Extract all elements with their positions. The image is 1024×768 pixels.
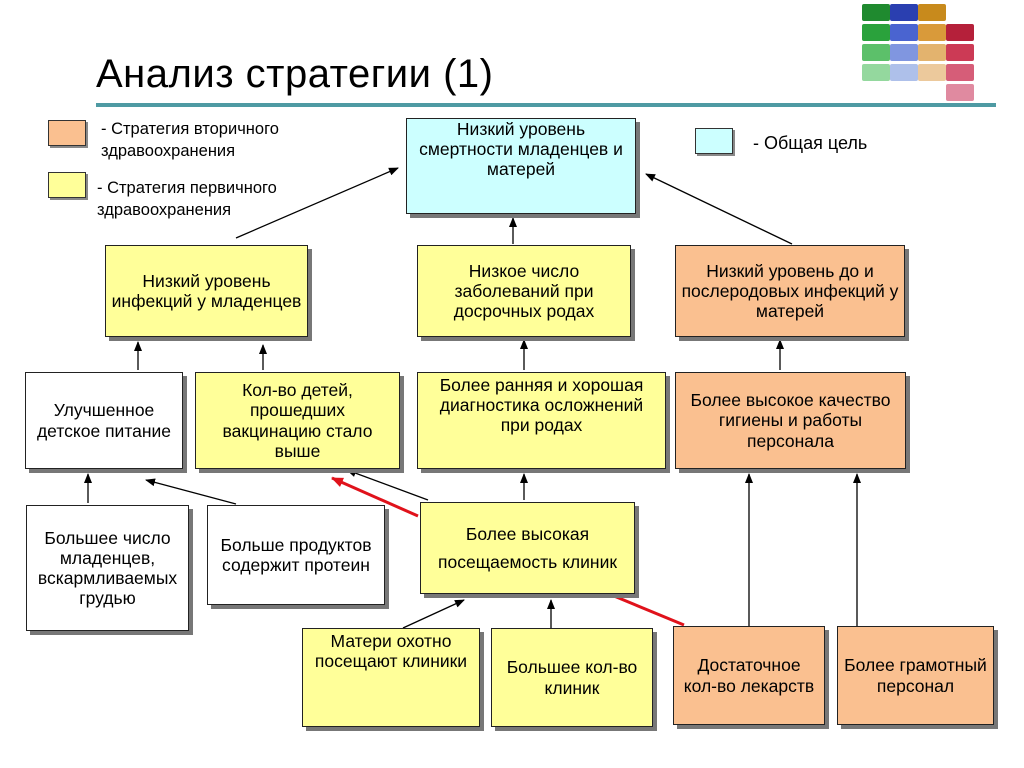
- title-divider: [96, 103, 996, 107]
- legend-secondary-label: - Стратегия вторичного здравоохранения: [101, 120, 279, 161]
- node-improved-nutrition: Улучшенное детское питание: [25, 372, 183, 469]
- node-early-diagnosis: Более ранняя и хорошая диагностика ослож…: [417, 372, 666, 469]
- arrow-maternal-infection-to-goal: [645, 173, 793, 245]
- node-enough-medicine: Достаточное кол-во лекарств: [673, 626, 825, 725]
- arrow-infant-infection-to-goal: [235, 167, 399, 239]
- node-more-clinics: Большее кол-во клиник: [491, 628, 653, 727]
- node-protein-products: Больше продуктов содержит протеин: [207, 505, 385, 605]
- node-vaccination: Кол-во детей, прошедших вакцинацию стало…: [195, 372, 400, 469]
- node-goal: Низкий уровень смертности младенцев и ма…: [406, 118, 636, 214]
- legend-primary-swatch: [48, 172, 86, 198]
- node-competent-staff: Более грамотный персонал: [837, 626, 994, 725]
- node-hygiene-quality: Более высокое качество гигиены и работы …: [675, 372, 906, 469]
- node-low-preterm-morbidity: Низкое число заболеваний при досрочных р…: [417, 245, 631, 337]
- logo-blocks: [862, 4, 978, 101]
- legend-goal-swatch: [695, 128, 733, 154]
- red-link-medicine-to-attendance: [613, 594, 685, 627]
- legend-primary-label: - Стратегия первичного здравоохранения: [97, 179, 277, 220]
- red-arrow-attendance-to-vaccination: [331, 476, 419, 518]
- node-low-maternal-infection: Низкий уровень до и послеродовых инфекци…: [675, 245, 905, 337]
- legend-goal-label: - Общая цель: [753, 133, 868, 153]
- node-low-infant-infection: Низкий уровень инфекций у младенцев: [105, 245, 308, 337]
- arrow-mothers-to-attendance: [402, 599, 465, 629]
- legend-secondary-swatch: [48, 120, 86, 146]
- page-title: Анализ стратегии (1): [96, 52, 494, 96]
- node-breastfeeding: Большее число младенцев, вскармливаемых …: [26, 505, 189, 631]
- node-mothers-willing: Матери охотно посещают клиники: [302, 628, 480, 727]
- arrow-attendance-to-vaccination: [346, 469, 429, 501]
- arrow-protein-to-nutrition: [145, 478, 237, 505]
- node-clinic-attendance: Более высокая посещаемость клиник: [420, 502, 635, 594]
